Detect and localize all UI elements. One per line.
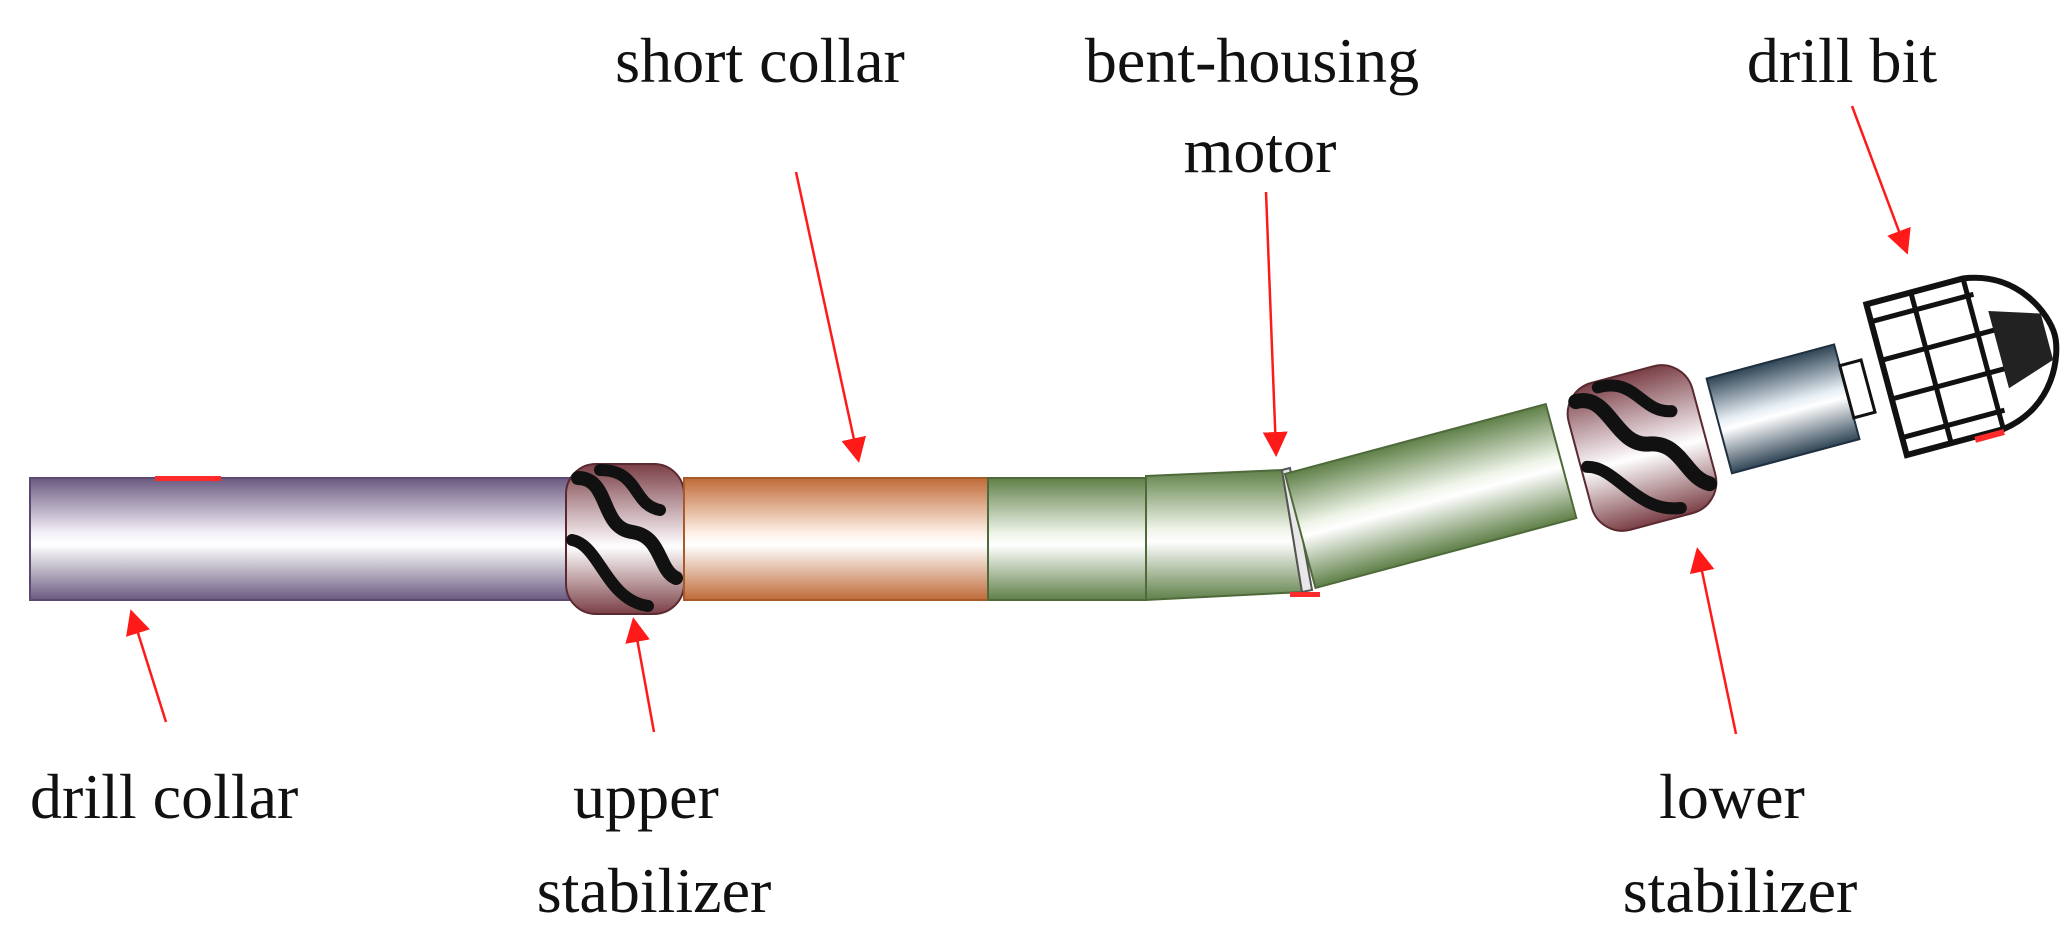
label-upper-stabilizer: upper stabilizer [537, 761, 772, 926]
pointer-arrows [126, 105, 1911, 735]
bent-housing-motor [987, 402, 1578, 602]
drill-collar [29, 476, 571, 601]
arrow-drill-collar [126, 609, 168, 723]
label-upper-stabilizer-line2: stabilizer [537, 855, 772, 926]
arrow-bent-housing-motor [1262, 191, 1288, 457]
lower-stabilizer [1566, 364, 1718, 532]
label-short-collar: short collar [615, 25, 905, 96]
label-bent-housing-motor-line2: motor [1184, 115, 1337, 186]
short-collar [683, 477, 989, 601]
label-lower-stabilizer-line2: stabilizer [1623, 855, 1858, 926]
label-upper-stabilizer-line1: upper [573, 761, 719, 832]
label-drill-collar: drill collar [30, 761, 298, 832]
label-lower-stabilizer-line1: lower [1659, 761, 1805, 832]
label-drill-bit: drill bit [1747, 25, 1937, 96]
arrow-short-collar [794, 171, 866, 463]
upper-stabilizer [565, 463, 685, 615]
drill-bit [1862, 274, 2060, 459]
arrow-lower-stabilizer [1689, 547, 1738, 735]
label-bent-housing-motor-line1: bent-housing [1085, 25, 1419, 96]
bit-sub [1705, 343, 1877, 475]
arrow-drill-bit [1850, 105, 1911, 255]
label-bent-housing-motor: bent-housing motor [1085, 25, 1435, 186]
label-lower-stabilizer: lower stabilizer [1623, 761, 1858, 926]
arrow-upper-stabilizer [625, 617, 656, 733]
